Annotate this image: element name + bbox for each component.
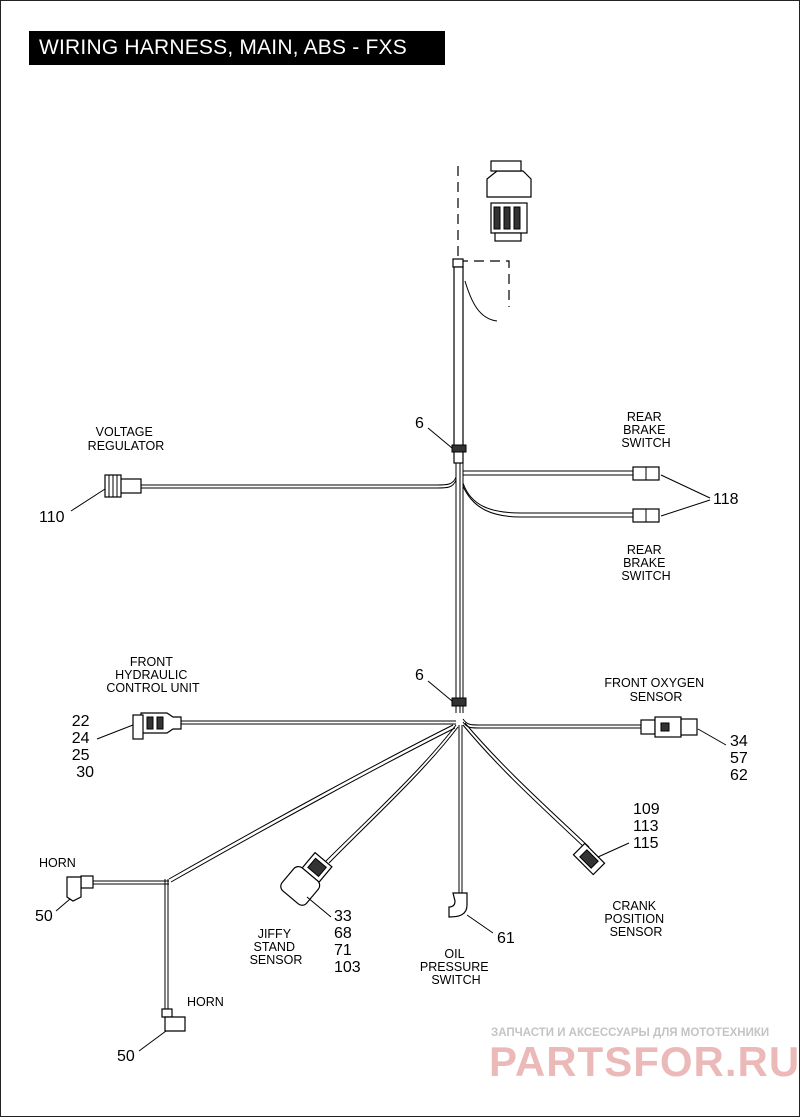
callout-clip-lower: 6 bbox=[415, 667, 424, 684]
callout-horn-bottom: 50 bbox=[117, 1048, 135, 1065]
horn-connector-bottom bbox=[164, 1016, 186, 1032]
page-title: WIRING HARNESS, MAIN, ABS - FXS bbox=[29, 31, 445, 65]
watermark-brand: PARTSFOR.RU bbox=[489, 1038, 799, 1085]
o2-sensor-wire bbox=[462, 721, 641, 729]
connector-lead-curve bbox=[464, 280, 498, 322]
front-hcu-label: FRONT HYDRAULIC CONTROL UNIT bbox=[106, 655, 200, 695]
horn-boot-top bbox=[80, 875, 94, 889]
harness-sleeve bbox=[453, 266, 464, 464]
callout-leader bbox=[70, 488, 106, 512]
oil-pressure-switch-label: OIL PRESSURE SWITCH bbox=[420, 947, 492, 987]
callout-leader bbox=[466, 914, 494, 934]
connector-pin-block bbox=[513, 206, 521, 230]
callout-rear-brake-switch: 118 bbox=[713, 491, 739, 508]
jiffy-stand-connector bbox=[280, 851, 333, 906]
jiffy-stand-sensor-branch bbox=[280, 724, 459, 906]
callout-voltage-regulator: 110 bbox=[39, 509, 65, 526]
jiffy-stand-sensor-label: JIFFY STAND SENSOR bbox=[250, 927, 303, 967]
horn-connector-top bbox=[66, 876, 82, 902]
callout-leader bbox=[96, 724, 134, 740]
callout-front-hcu: 22 24 25 30 bbox=[72, 713, 94, 781]
callout-leader bbox=[597, 842, 630, 858]
voltage-regulator-wire bbox=[141, 476, 457, 486]
oil-pressure-switch-branch bbox=[448, 725, 468, 918]
o2-sensor-boot bbox=[640, 719, 656, 735]
callout-leader bbox=[55, 898, 71, 912]
ecu-connector-group bbox=[452, 160, 532, 322]
horn-trunk-wire bbox=[170, 727, 456, 883]
callout-leader bbox=[306, 896, 332, 918]
horn-boot-bottom bbox=[161, 1008, 173, 1018]
cable-clip-upper bbox=[451, 444, 467, 453]
voltage-regulator-wire bbox=[141, 479, 457, 489]
callout-leader bbox=[660, 499, 711, 517]
front-hcu-branch bbox=[132, 712, 456, 740]
crank-position-sensor-branch bbox=[462, 722, 606, 876]
o2-sensor-connector-end bbox=[680, 718, 698, 736]
callout-leader bbox=[660, 474, 711, 499]
connector-latch bbox=[494, 232, 522, 242]
main-trunk bbox=[451, 266, 467, 713]
crank-sensor-wire bbox=[464, 722, 590, 848]
callout-horn-top: 50 bbox=[35, 908, 53, 925]
connector-pin-block bbox=[493, 206, 501, 230]
horn-branch bbox=[66, 724, 456, 1032]
front-oxygen-sensor-label: FRONT OXYGEN SENSOR bbox=[604, 676, 707, 704]
harness-top-clip bbox=[452, 258, 464, 268]
front-oxygen-sensor-branch bbox=[462, 716, 698, 738]
rear-brake-switch-branch bbox=[462, 466, 660, 523]
callout-leader bbox=[697, 728, 727, 746]
callout-crank-position-sensor: 109 113 115 bbox=[633, 801, 664, 852]
dashed-reference-branch bbox=[458, 260, 510, 307]
crank-sensor-connector bbox=[572, 842, 606, 876]
watermark-tagline: ЗАПЧАСТИ И АКСЕССУАРЫ ДЛЯ МОТОТЕХНИКИ bbox=[491, 1027, 769, 1039]
jiffy-stand-wire bbox=[328, 726, 459, 864]
connector-cover bbox=[486, 170, 532, 198]
rear-brake-wire-lower bbox=[462, 482, 633, 514]
callout-oil-pressure-switch: 61 bbox=[497, 930, 515, 947]
cable-clip-lower bbox=[451, 697, 467, 707]
callout-clip-upper: 6 bbox=[415, 415, 424, 432]
callout-leader bbox=[427, 680, 453, 702]
hcu-connector-face bbox=[132, 714, 144, 740]
jiffy-stand-wire bbox=[325, 724, 457, 862]
oil-pressure-connector bbox=[448, 892, 468, 918]
voltage-regulator-label: VOLTAGE REGULATOR bbox=[88, 425, 165, 453]
horn-trunk-wire bbox=[168, 724, 454, 880]
connector-cover-top bbox=[490, 160, 522, 172]
callout-front-oxygen-sensor: 34 57 62 bbox=[730, 733, 752, 784]
horn-label-bottom: HORN bbox=[187, 995, 224, 1009]
rear-brake-switch-label-top: REAR BRAKE SWITCH bbox=[621, 410, 670, 450]
crank-position-sensor-label: CRANK POSITION SENSOR bbox=[604, 899, 667, 939]
voltage-regulator-branch bbox=[104, 474, 457, 498]
callout-jiffy-stand-sensor: 33 68 71 103 bbox=[334, 908, 361, 976]
rear-brake-wire-lower bbox=[462, 485, 633, 518]
o2-sensor-latch bbox=[660, 722, 670, 732]
voltage-regulator-boot bbox=[118, 478, 142, 494]
callout-leader bbox=[138, 1030, 167, 1052]
callout-leader bbox=[427, 427, 453, 449]
hcu-connector-latch bbox=[156, 716, 164, 730]
crank-sensor-wire bbox=[462, 724, 587, 850]
horn-label-top: HORN bbox=[39, 856, 76, 870]
rear-brake-switch-label-bottom: REAR BRAKE SWITCH bbox=[621, 543, 670, 583]
o2-sensor-wire bbox=[462, 718, 641, 726]
hcu-connector-latch bbox=[146, 716, 154, 730]
connector-pin-block bbox=[503, 206, 511, 230]
